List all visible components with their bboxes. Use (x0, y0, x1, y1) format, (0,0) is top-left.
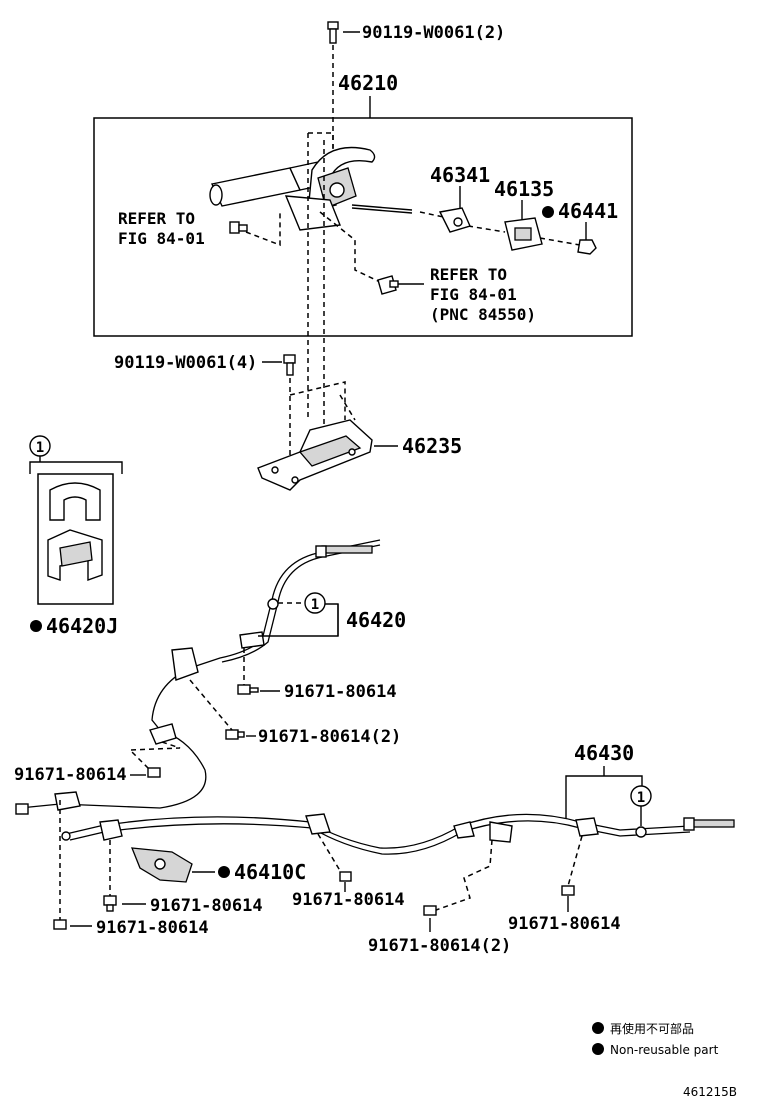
non-reusable-dot-46410c (218, 866, 230, 878)
lever-assembly-box (93, 117, 633, 337)
bolt-top-icon (327, 21, 339, 44)
label-46430: 46430 (574, 741, 634, 765)
label-46420j: 46420J (46, 614, 118, 638)
callout-1-top-number: 1 (36, 440, 44, 456)
label-46235: 46235 (402, 434, 462, 458)
label-46135: 46135 (494, 177, 554, 201)
bolt-f-icon (339, 871, 352, 882)
callout-1-front (304, 592, 326, 614)
detail-box-46420j (37, 473, 114, 605)
label-46441: 46441 (558, 199, 618, 223)
bracket-46410c-icon (130, 847, 193, 883)
parking-brake-lever-icon (209, 146, 413, 231)
bolt-c-icon (147, 767, 161, 778)
nut-46441-icon (577, 239, 597, 255)
rear-cable-46430-icon (61, 813, 735, 855)
label-bolt-b: 91671-80614(2) (258, 727, 401, 747)
bolt-e-icon (53, 919, 67, 930)
label-bolt-f: 91671-80614 (292, 890, 405, 910)
refer-right-line3: (PNC 84550) (430, 305, 536, 324)
label-bolt-e: 91671-80614 (96, 918, 209, 938)
label-46341: 46341 (430, 163, 490, 187)
front-cable-46420-icon (15, 539, 381, 815)
label-bolt-a: 91671-80614 (284, 682, 397, 702)
legend-en: Non-reusable part (610, 1043, 719, 1057)
label-bolt-d: 91671-80614 (150, 896, 263, 916)
callout-1-rear-number: 1 (637, 790, 645, 806)
refer-left-line2: FIG 84-01 (118, 229, 205, 248)
part-46135-icon (504, 217, 543, 251)
refer-bolt-left-icon (229, 221, 248, 234)
bolt-d-icon (103, 895, 117, 912)
bolt-mid-icon (283, 354, 296, 376)
cable-clip-46420j-icon (47, 482, 103, 581)
bracket-46235-icon (257, 419, 373, 491)
legend-jp: 再使用不可部品 (610, 1021, 694, 1036)
refer-clip-right-icon (377, 275, 399, 295)
non-reusable-dot-46420j (30, 620, 42, 632)
bolt-a-icon (237, 684, 259, 695)
label-46420: 46420 (346, 608, 406, 632)
label-bolt-h: 91671-80614 (508, 914, 621, 934)
figure-code: 461215B (683, 1085, 737, 1099)
refer-left-line1: REFER TO (118, 209, 195, 228)
non-reusable-dot-46441 (542, 206, 554, 218)
label-46210: 46210 (338, 71, 398, 95)
label-bolt-g: 91671-80614(2) (368, 936, 511, 956)
callout-1-front-number: 1 (311, 597, 319, 613)
label-bolt-top: 90119-W0061(2) (362, 23, 505, 43)
label-bolt-c: 91671-80614 (14, 765, 127, 785)
label-bolt-mid: 90119-W0061(4) (114, 353, 257, 373)
label-46410c: 46410C (234, 860, 306, 884)
part-46341-icon (438, 207, 471, 233)
bolt-h-icon (561, 885, 575, 896)
legend-dot-jp (592, 1022, 604, 1034)
legend-dot-en (592, 1043, 604, 1055)
refer-right-line2: FIG 84-01 (430, 285, 517, 304)
refer-right-line1: REFER TO (430, 265, 507, 284)
bolt-g-icon (423, 905, 437, 916)
bolt-b-icon (225, 729, 245, 740)
